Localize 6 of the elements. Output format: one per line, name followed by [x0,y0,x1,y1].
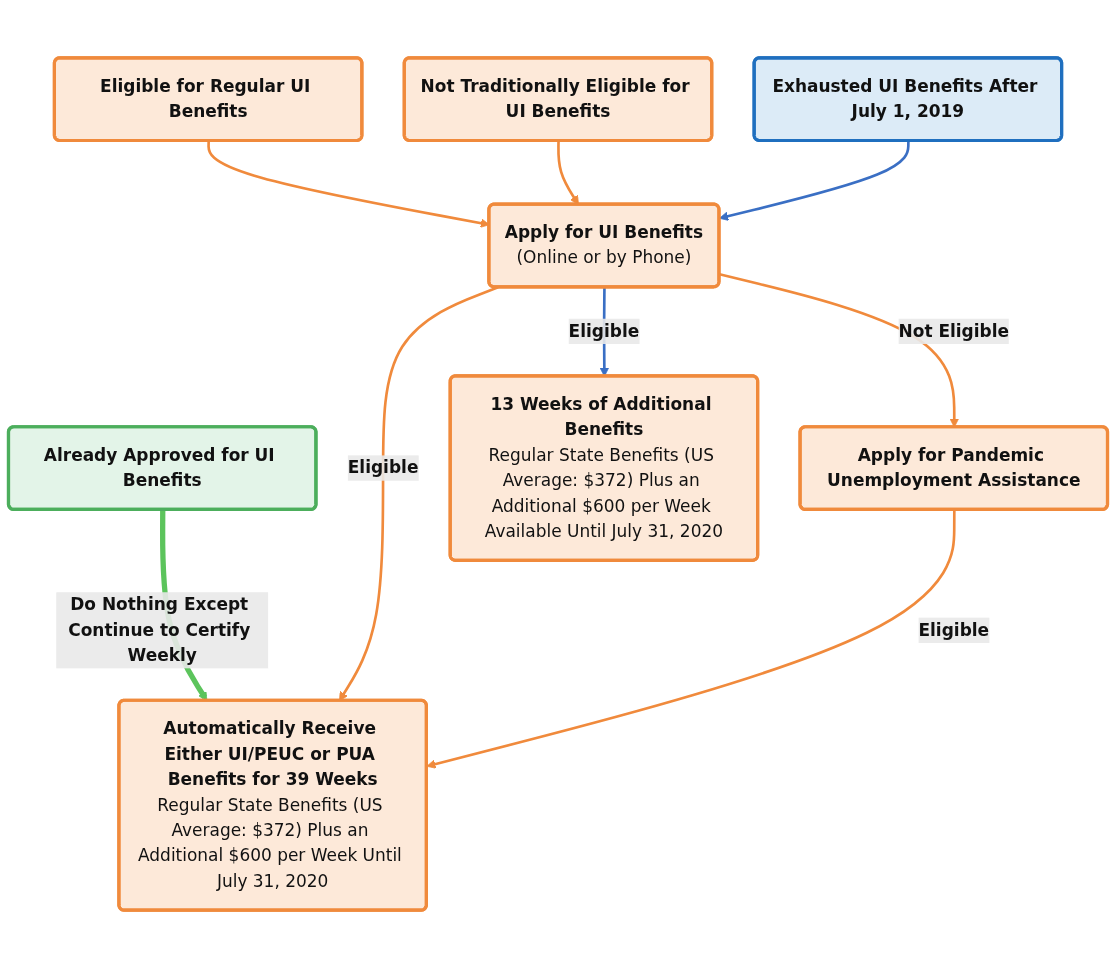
edge-label: Eligible [918,619,990,640]
edge-label: Do Nothing Except Continue to Certify Weekly [68,594,251,666]
arrow [719,141,910,221]
edge-label: Not Eligible [898,320,1010,341]
edge-label: Eligible [347,457,419,478]
edge-label: Eligible [568,320,640,341]
